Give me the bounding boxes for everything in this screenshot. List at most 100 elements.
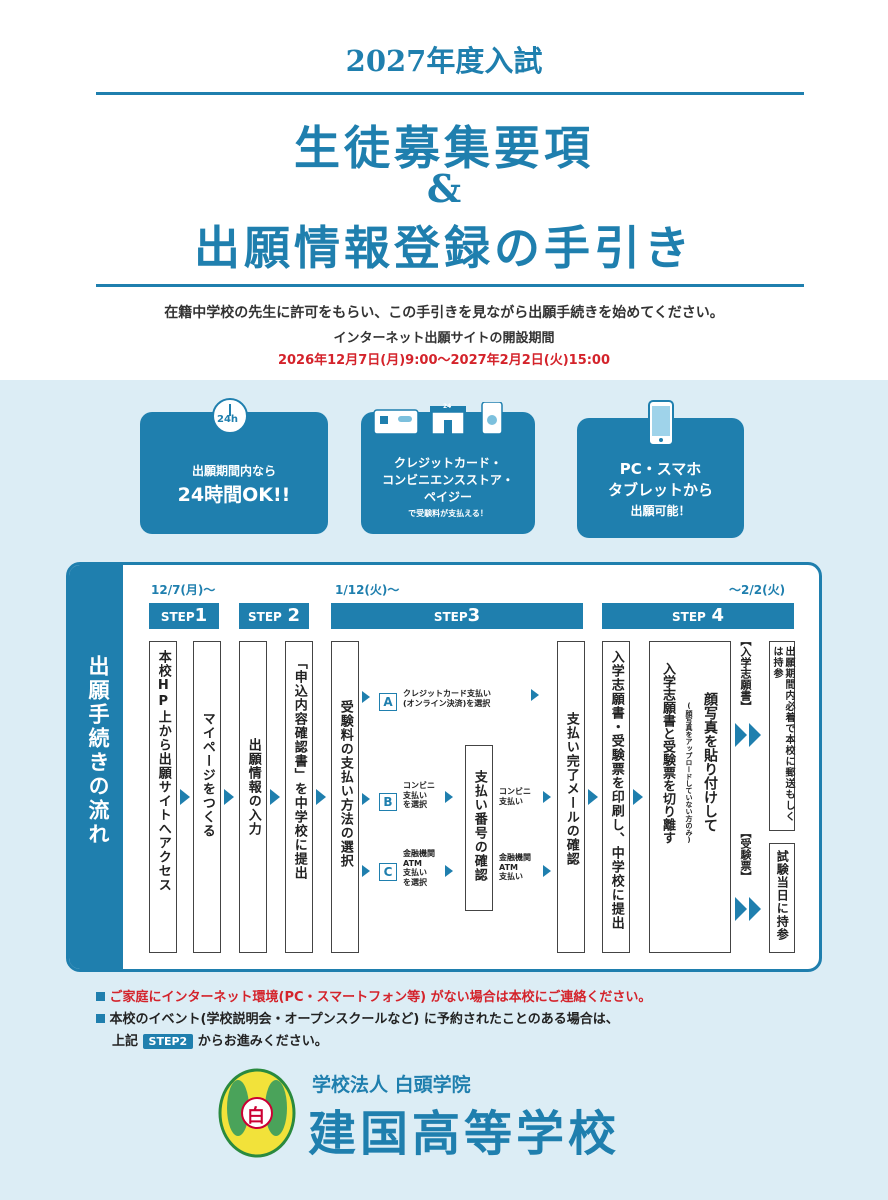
option-b-text: コンビニ支払いを選択 [403,781,435,810]
arrow-option-b-end [543,791,551,803]
arrow-option-b [362,793,370,805]
feature-payment-line1: クレジットカード・ [393,456,502,470]
box-separate-sub: 顔写真を貼り付けして [702,692,718,832]
note-event: 本校のイベント(学校説明会・オープンスクールなど) に予約されたことのある場合は… [96,1008,619,1027]
option-b-after1: コンビニ [499,787,531,796]
arrow-option-c [362,865,370,877]
feature-devices-line2: タブレットから [607,481,713,499]
option-c-after2: ATM [499,862,518,872]
note-step2: 上記 STEP2 からお進みください。 [112,1030,328,1049]
box-payment-method: 受験料の支払い方法の選択 [331,641,359,953]
school-corporation: 学校法人 白頭学院 [312,1074,471,1096]
feature-devices-line3: 出願可能！ [630,504,691,518]
feature-devices: PC・スマホ タブレットから 出願可能！ [577,418,744,538]
option-b-after2: 支払い [499,796,523,806]
box-bring-exam-day-text: 試験当日に持参 [775,850,790,941]
site-period: 2026年12月7日(月)9:00〜2027年2月2日(火)15:00 [277,353,611,368]
step-4-label: STEP [672,610,706,624]
title-line-1: 生徒募集要項 [294,121,594,175]
box-payment-complete: 支払い完了メールの確認 [557,641,585,953]
box-mypage: マイページをつくる [193,641,221,953]
box-payment-number: 支払い番号の確認 [465,745,493,911]
intro-instruction: 在籍中学校の先生に許可をもらい、この手引きを見ながら出願手続きを始めてください。 [164,305,724,321]
option-c-line4: を選択 [403,877,427,887]
label-ticket: 【受験票】 [739,827,752,882]
option-b-line2: 支払い [403,790,427,800]
arrow-option-c-mid [445,865,453,877]
arrow-option-a-end [531,689,539,701]
arrow-2 [224,789,234,805]
box-separate-text: 入学志願書と受験票を切り離す [660,662,675,844]
step-3-bar: STEP3 [331,603,583,629]
step-2-bar: STEP 2 [239,603,309,629]
option-b-after: コンビニ支払い [499,787,531,806]
option-c-after3: 支払い [499,872,523,882]
box-submit-confirmation: 「申込内容確認書」を中学校に提出 [285,641,313,953]
store-sign-label: 24 [443,403,452,410]
box-payment-complete-text: 支払い完了メールの確認 [563,712,579,866]
step2-badge: STEP2 [142,1034,194,1049]
arrow-6 [633,789,643,805]
option-a-line2: (オンライン決済)を選択 [403,698,491,708]
payment-icons: 24 [372,401,506,436]
step-3-label: STEP [433,610,468,624]
option-c-line3: 支払い [403,868,427,878]
option-c-line2: ATM [403,858,422,868]
school-emblem-icon: 白 [218,1068,296,1158]
flow-chart: 出願手続きの流れ 12/7(月)〜 1/12(火)〜 〜2/2(火) STEP1… [66,562,822,972]
bullet-square-icon [96,992,105,1001]
step-3-num: 3 [467,605,481,626]
date-start: 12/7(月)〜 [151,583,216,597]
step-2-label: STEP [248,610,282,624]
box-input-info-text: 出願情報の入力 [245,738,261,836]
note-step2-post: からお進みください。 [197,1034,328,1049]
option-c-after1: 金融機関 [499,853,531,862]
box-bring-exam-day: 試験当日に持参 [769,843,795,953]
note-event-text: 本校のイベント(学校説明会・オープンスクールなど) に予約されたことのある場合は… [109,1012,619,1027]
option-b-badge: B [379,793,397,811]
note-step2-pre: 上記 [112,1034,139,1049]
school-name: 建国高等学校 [308,1106,621,1162]
step-4-num: 4 [711,605,724,626]
feature-payment-line3: ペイジー [423,490,472,504]
box-payment-method-text: 受験料の支払い方法の選択 [337,700,353,868]
arrow-option-a [362,691,370,703]
box-print-submit: 入学志願書・受験票を印刷し、中学校に提出 [602,641,630,953]
bullet-square-icon [96,1014,105,1023]
title-line-2: 出願情報登録の手引き [194,221,694,275]
note-no-internet: ご家庭にインターネット環境(PC・スマートフォン等) がない場合は本校にご連絡く… [96,986,651,1005]
feature-devices-line1: PC・スマホ [619,460,702,478]
chevron-app-2 [749,723,761,747]
title-ampersand: & [426,166,462,211]
date-end: 〜2/2(火) [729,583,786,597]
box-access-site: 本校HP上から出願サイトへアクセス [149,641,177,953]
note-no-internet-text: ご家庭にインターネット環境(PC・スマートフォン等) がない場合は本校にご連絡く… [109,990,652,1005]
option-c-badge: C [379,863,397,881]
date-step3: 1/12(火)〜 [335,583,400,597]
year-heading: 2027年度入試 [345,44,543,78]
feature-24h-line1: 出願期間内なら [191,464,276,478]
smartphone-icon [648,400,674,446]
box-input-info: 出願情報の入力 [239,641,267,953]
arrow-option-b-mid [445,791,453,803]
feature-payment-line4: で受験料が支払える！ [408,509,488,518]
feature-24h: 出願期間内なら 24時間OK!! [140,412,328,534]
flow-side-bar [69,565,123,969]
step-1-num: 1 [194,605,208,626]
step-4-bar: STEP 4 [602,603,794,629]
emblem-char: 白 [247,1106,265,1127]
label-application: 【入学志願書】 [739,635,752,712]
step-1-bar: STEP1 [149,603,219,629]
box-separate: 入学志願書と受験票を切り離す (顔写真をアップロードしていない方のみ) 顔写真を… [649,641,731,953]
chevron-ticket-1 [735,897,747,921]
clock-24h-icon: 24h [210,396,250,436]
box-payment-number-text: 支払い番号の確認 [471,770,487,882]
option-c-line1: 金融機関 [403,849,435,858]
option-a-badge: A [379,693,397,711]
arrow-1 [180,789,190,805]
box-print-submit-text: 入学志願書・受験票を印刷し、中学校に提出 [608,650,624,930]
feature-24h-line2: 24時間OK!! [177,484,291,506]
clock-24h-label: 24h [217,414,239,425]
